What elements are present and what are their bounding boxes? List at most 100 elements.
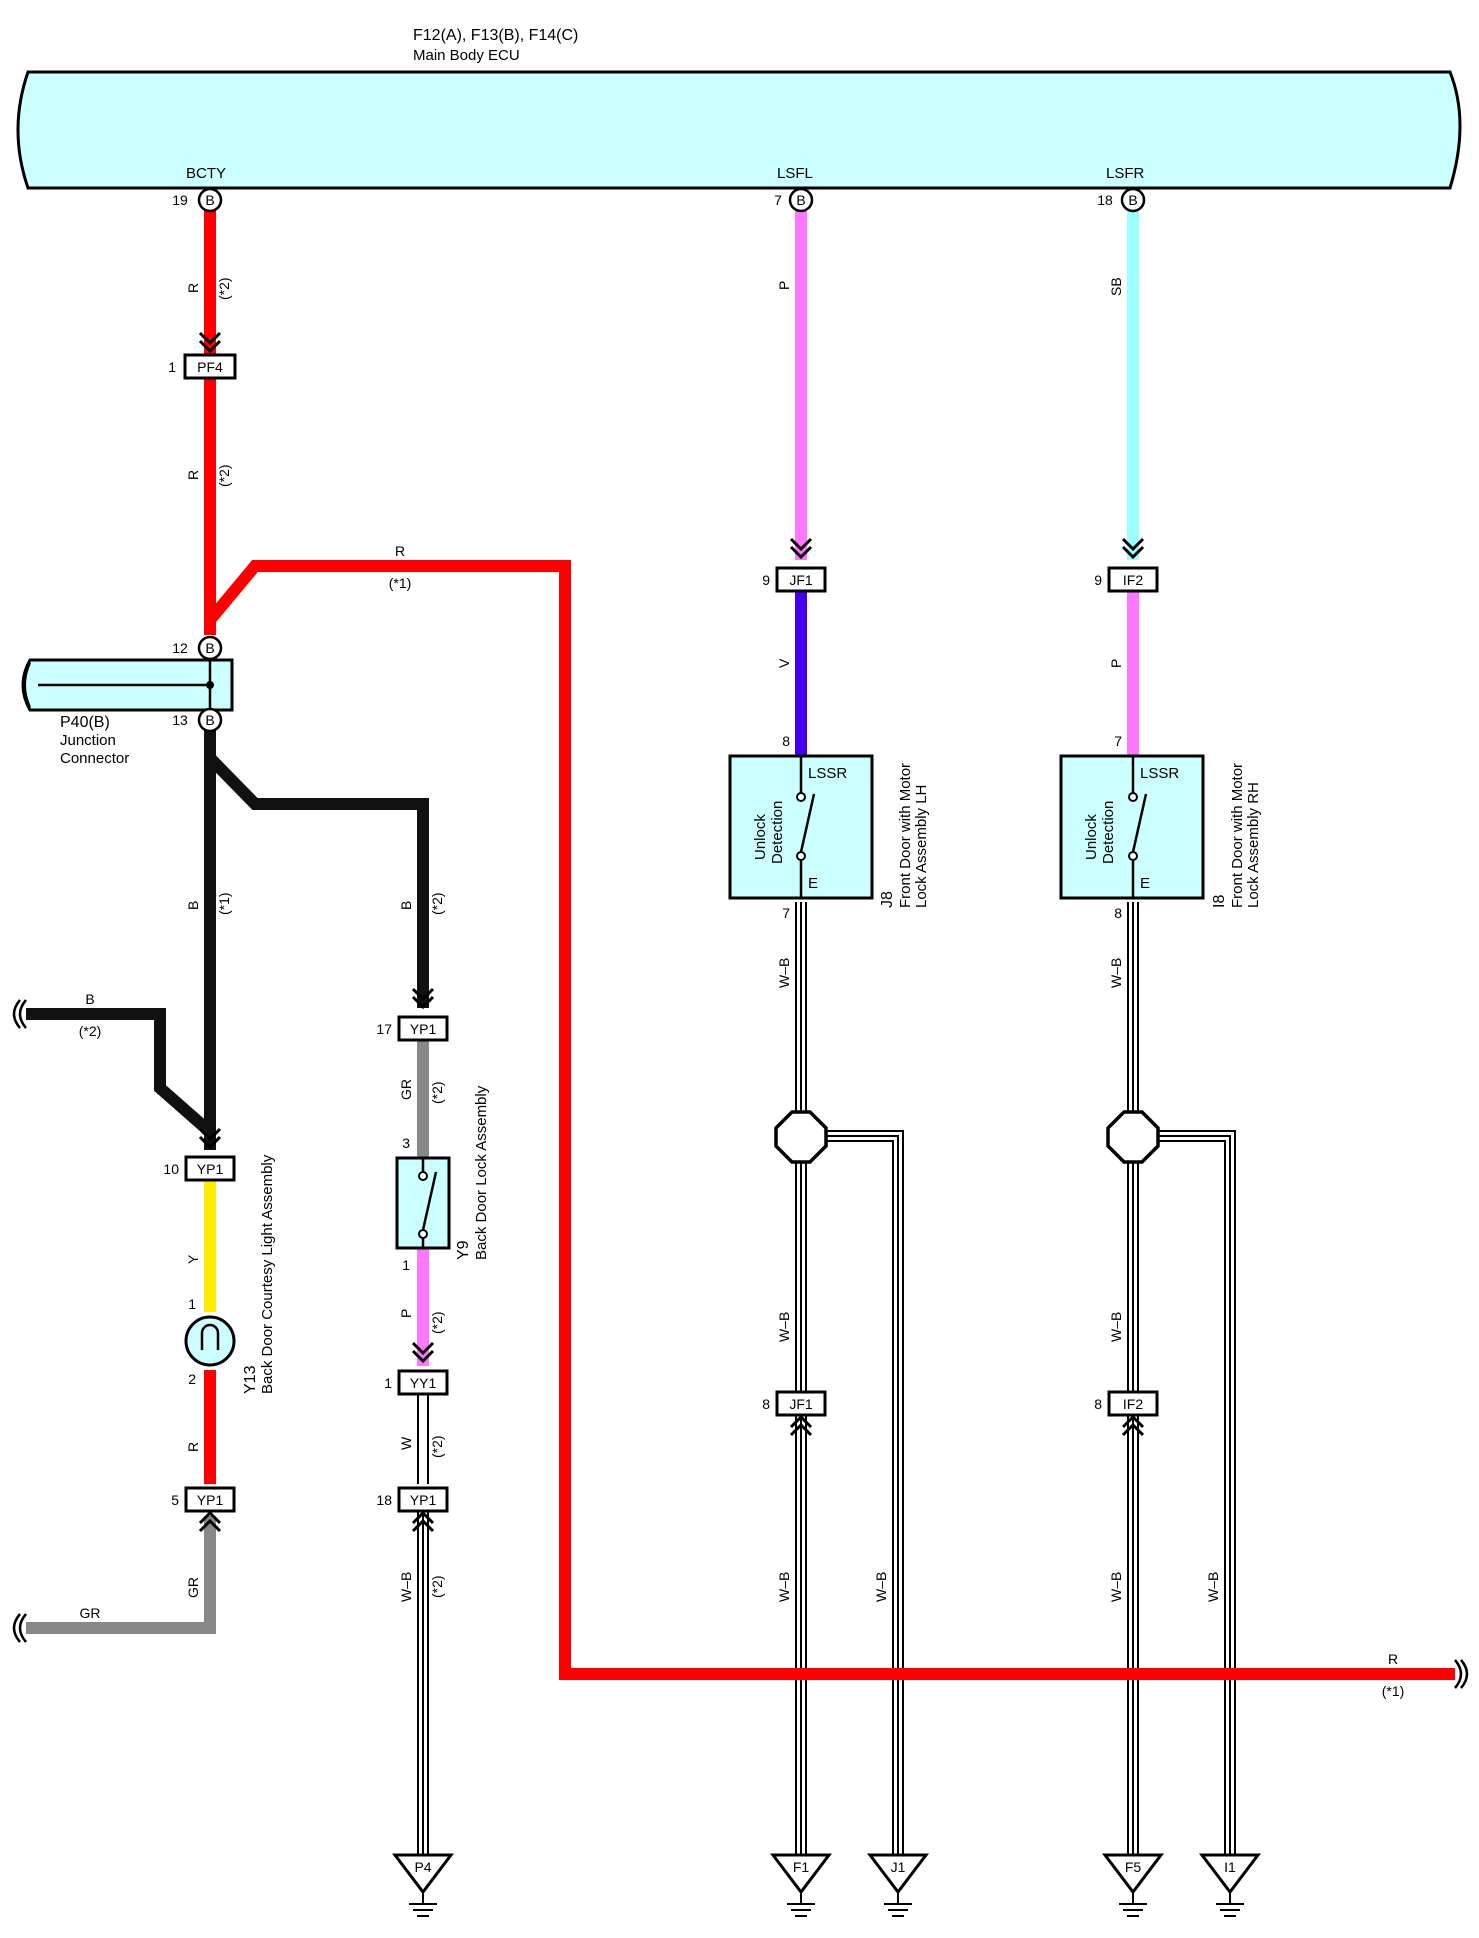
junction-name-2: Connector — [60, 750, 129, 767]
svg-text:YP1: YP1 — [410, 1021, 437, 1037]
svg-text:IF2: IF2 — [1123, 572, 1143, 588]
svg-text:I1: I1 — [1224, 1859, 1236, 1875]
svg-text:(*2): (*2) — [79, 1023, 102, 1039]
svg-text:W–B: W–B — [1108, 1572, 1124, 1602]
svg-text:7: 7 — [774, 192, 782, 208]
svg-text:P: P — [776, 281, 792, 290]
ecu-pin-name-lsfl: LSFL — [777, 165, 813, 182]
svg-text:W–B: W–B — [398, 1572, 414, 1602]
wire-r-long — [205, 560, 1455, 1680]
svg-text:B: B — [1128, 192, 1137, 208]
svg-text:J1: J1 — [891, 1859, 906, 1875]
svg-text:B: B — [398, 901, 414, 910]
svg-text:GR: GR — [398, 1079, 414, 1100]
svg-text:9: 9 — [1094, 572, 1102, 588]
connector-yp1-17: YP1 17 — [376, 987, 449, 1042]
svg-text:B: B — [185, 901, 201, 910]
svg-text:W–B: W–B — [1108, 958, 1124, 988]
svg-text:F5: F5 — [1125, 1859, 1142, 1875]
ground-f1: F1 — [769, 1853, 833, 1917]
junction-pin-top: 12 — [172, 640, 188, 656]
junction-name-1: Junction — [60, 732, 116, 749]
svg-text:LSSR: LSSR — [1140, 765, 1179, 782]
svg-text:GR: GR — [80, 1605, 101, 1621]
ecu-pin-7: B 7 — [774, 187, 814, 213]
connector-yp1-10: YP1 10 — [163, 1127, 236, 1182]
svg-text:IF2: IF2 — [1123, 1396, 1143, 1412]
svg-text:F1: F1 — [793, 1859, 810, 1875]
svg-text:R: R — [185, 1442, 201, 1452]
svg-text:8: 8 — [782, 733, 790, 749]
component-j8-door-lock-lh: LSSR E Unlock Detection 8 7 J8 Front Doo… — [728, 733, 930, 921]
component-y13-light: 1 2 Y13 Back Door Courtesy Light Assembl… — [184, 1154, 276, 1394]
svg-text:Front Door with Motor: Front Door with Motor — [1229, 763, 1246, 908]
svg-text:Lock Assembly RH: Lock Assembly RH — [1245, 782, 1262, 908]
component-i8-door-lock-rh: LSSR E Unlock Detection 7 8 I8 Front Doo… — [1059, 733, 1262, 921]
svg-text:Detection: Detection — [1100, 801, 1117, 864]
svg-text:(*2): (*2) — [216, 464, 232, 487]
svg-text:W–B: W–B — [1205, 1572, 1221, 1602]
svg-text:7: 7 — [782, 905, 790, 921]
svg-text:B: B — [205, 192, 214, 208]
ground-j1: J1 — [866, 1853, 930, 1917]
junction-id: P40(B) — [60, 714, 110, 731]
svg-text:Detection: Detection — [769, 801, 786, 864]
svg-text:7: 7 — [1114, 733, 1122, 749]
svg-text:1: 1 — [188, 1296, 196, 1312]
svg-text:(*2): (*2) — [429, 892, 445, 915]
ground-f5: F5 — [1101, 1853, 1165, 1917]
wire-wb-lh — [795, 902, 904, 1855]
svg-text:W–B: W–B — [776, 1572, 792, 1602]
wire-wb-rh — [1127, 902, 1236, 1855]
svg-text:E: E — [808, 875, 818, 892]
svg-text:10: 10 — [163, 1161, 179, 1177]
svg-text:Unlock: Unlock — [752, 814, 769, 860]
svg-text:GR: GR — [185, 1577, 201, 1598]
j8-id: J8 — [879, 891, 896, 908]
svg-text:(*1): (*1) — [389, 575, 412, 591]
svg-text:19: 19 — [172, 192, 188, 208]
svg-text:Y: Y — [185, 1254, 201, 1264]
svg-text:YP1: YP1 — [197, 1492, 224, 1508]
svg-text:R: R — [395, 543, 405, 559]
svg-text:LSSR: LSSR — [808, 765, 847, 782]
svg-text:18: 18 — [1097, 192, 1113, 208]
svg-text:1: 1 — [168, 359, 176, 375]
svg-text:P4: P4 — [414, 1859, 431, 1875]
svg-text:JF1: JF1 — [789, 572, 813, 588]
ecu-pin-name-lsfr: LSFR — [1106, 165, 1145, 182]
wire-gr-left — [26, 1516, 216, 1634]
svg-text:Unlock: Unlock — [1083, 814, 1100, 860]
main-body-ecu: F12(A), F13(B), F14(C) Main Body ECU BCT… — [16, 27, 1462, 190]
svg-text:1: 1 — [402, 1257, 410, 1273]
wire-b-left — [26, 1008, 214, 1137]
svg-text:W–B: W–B — [776, 958, 792, 988]
svg-text:8: 8 — [1094, 1396, 1102, 1412]
connector-yy1: YY1 1 — [384, 1341, 449, 1396]
ecu-title: F12(A), F13(B), F14(C) — [413, 27, 578, 44]
svg-text:(*1): (*1) — [1382, 1683, 1405, 1699]
svg-text:W–B: W–B — [1108, 1312, 1124, 1342]
svg-text:Front Door with Motor: Front Door with Motor — [897, 763, 914, 908]
y13-id: Y13 — [242, 1365, 259, 1394]
y13-name: Back Door Courtesy Light Assembly — [259, 1154, 276, 1394]
svg-text:8: 8 — [1114, 905, 1122, 921]
connector-pf4: PF4 1 — [168, 331, 237, 380]
svg-text:9: 9 — [762, 572, 770, 588]
svg-text:(*2): (*2) — [429, 1435, 445, 1458]
svg-text:Lock Assembly LH: Lock Assembly LH — [913, 785, 930, 908]
svg-text:W–B: W–B — [873, 1572, 889, 1602]
svg-text:R: R — [185, 283, 201, 293]
svg-text:PF4: PF4 — [197, 359, 223, 375]
ecu-pin-19: B 19 — [172, 187, 223, 213]
svg-text:(*2): (*2) — [429, 1311, 445, 1334]
svg-text:B: B — [796, 192, 805, 208]
svg-text:JF1: JF1 — [789, 1396, 813, 1412]
svg-text:R: R — [185, 470, 201, 480]
svg-text:SB: SB — [1108, 277, 1124, 296]
wire-labels: R (*2) R (*2) R (*1) R (*1) B (*1) B (*2… — [79, 277, 1405, 1699]
splice-lh — [774, 1110, 828, 1164]
ecu-pin-18: B 18 — [1097, 187, 1146, 213]
svg-text:17: 17 — [376, 1021, 392, 1037]
ground-i1: I1 — [1198, 1853, 1262, 1917]
